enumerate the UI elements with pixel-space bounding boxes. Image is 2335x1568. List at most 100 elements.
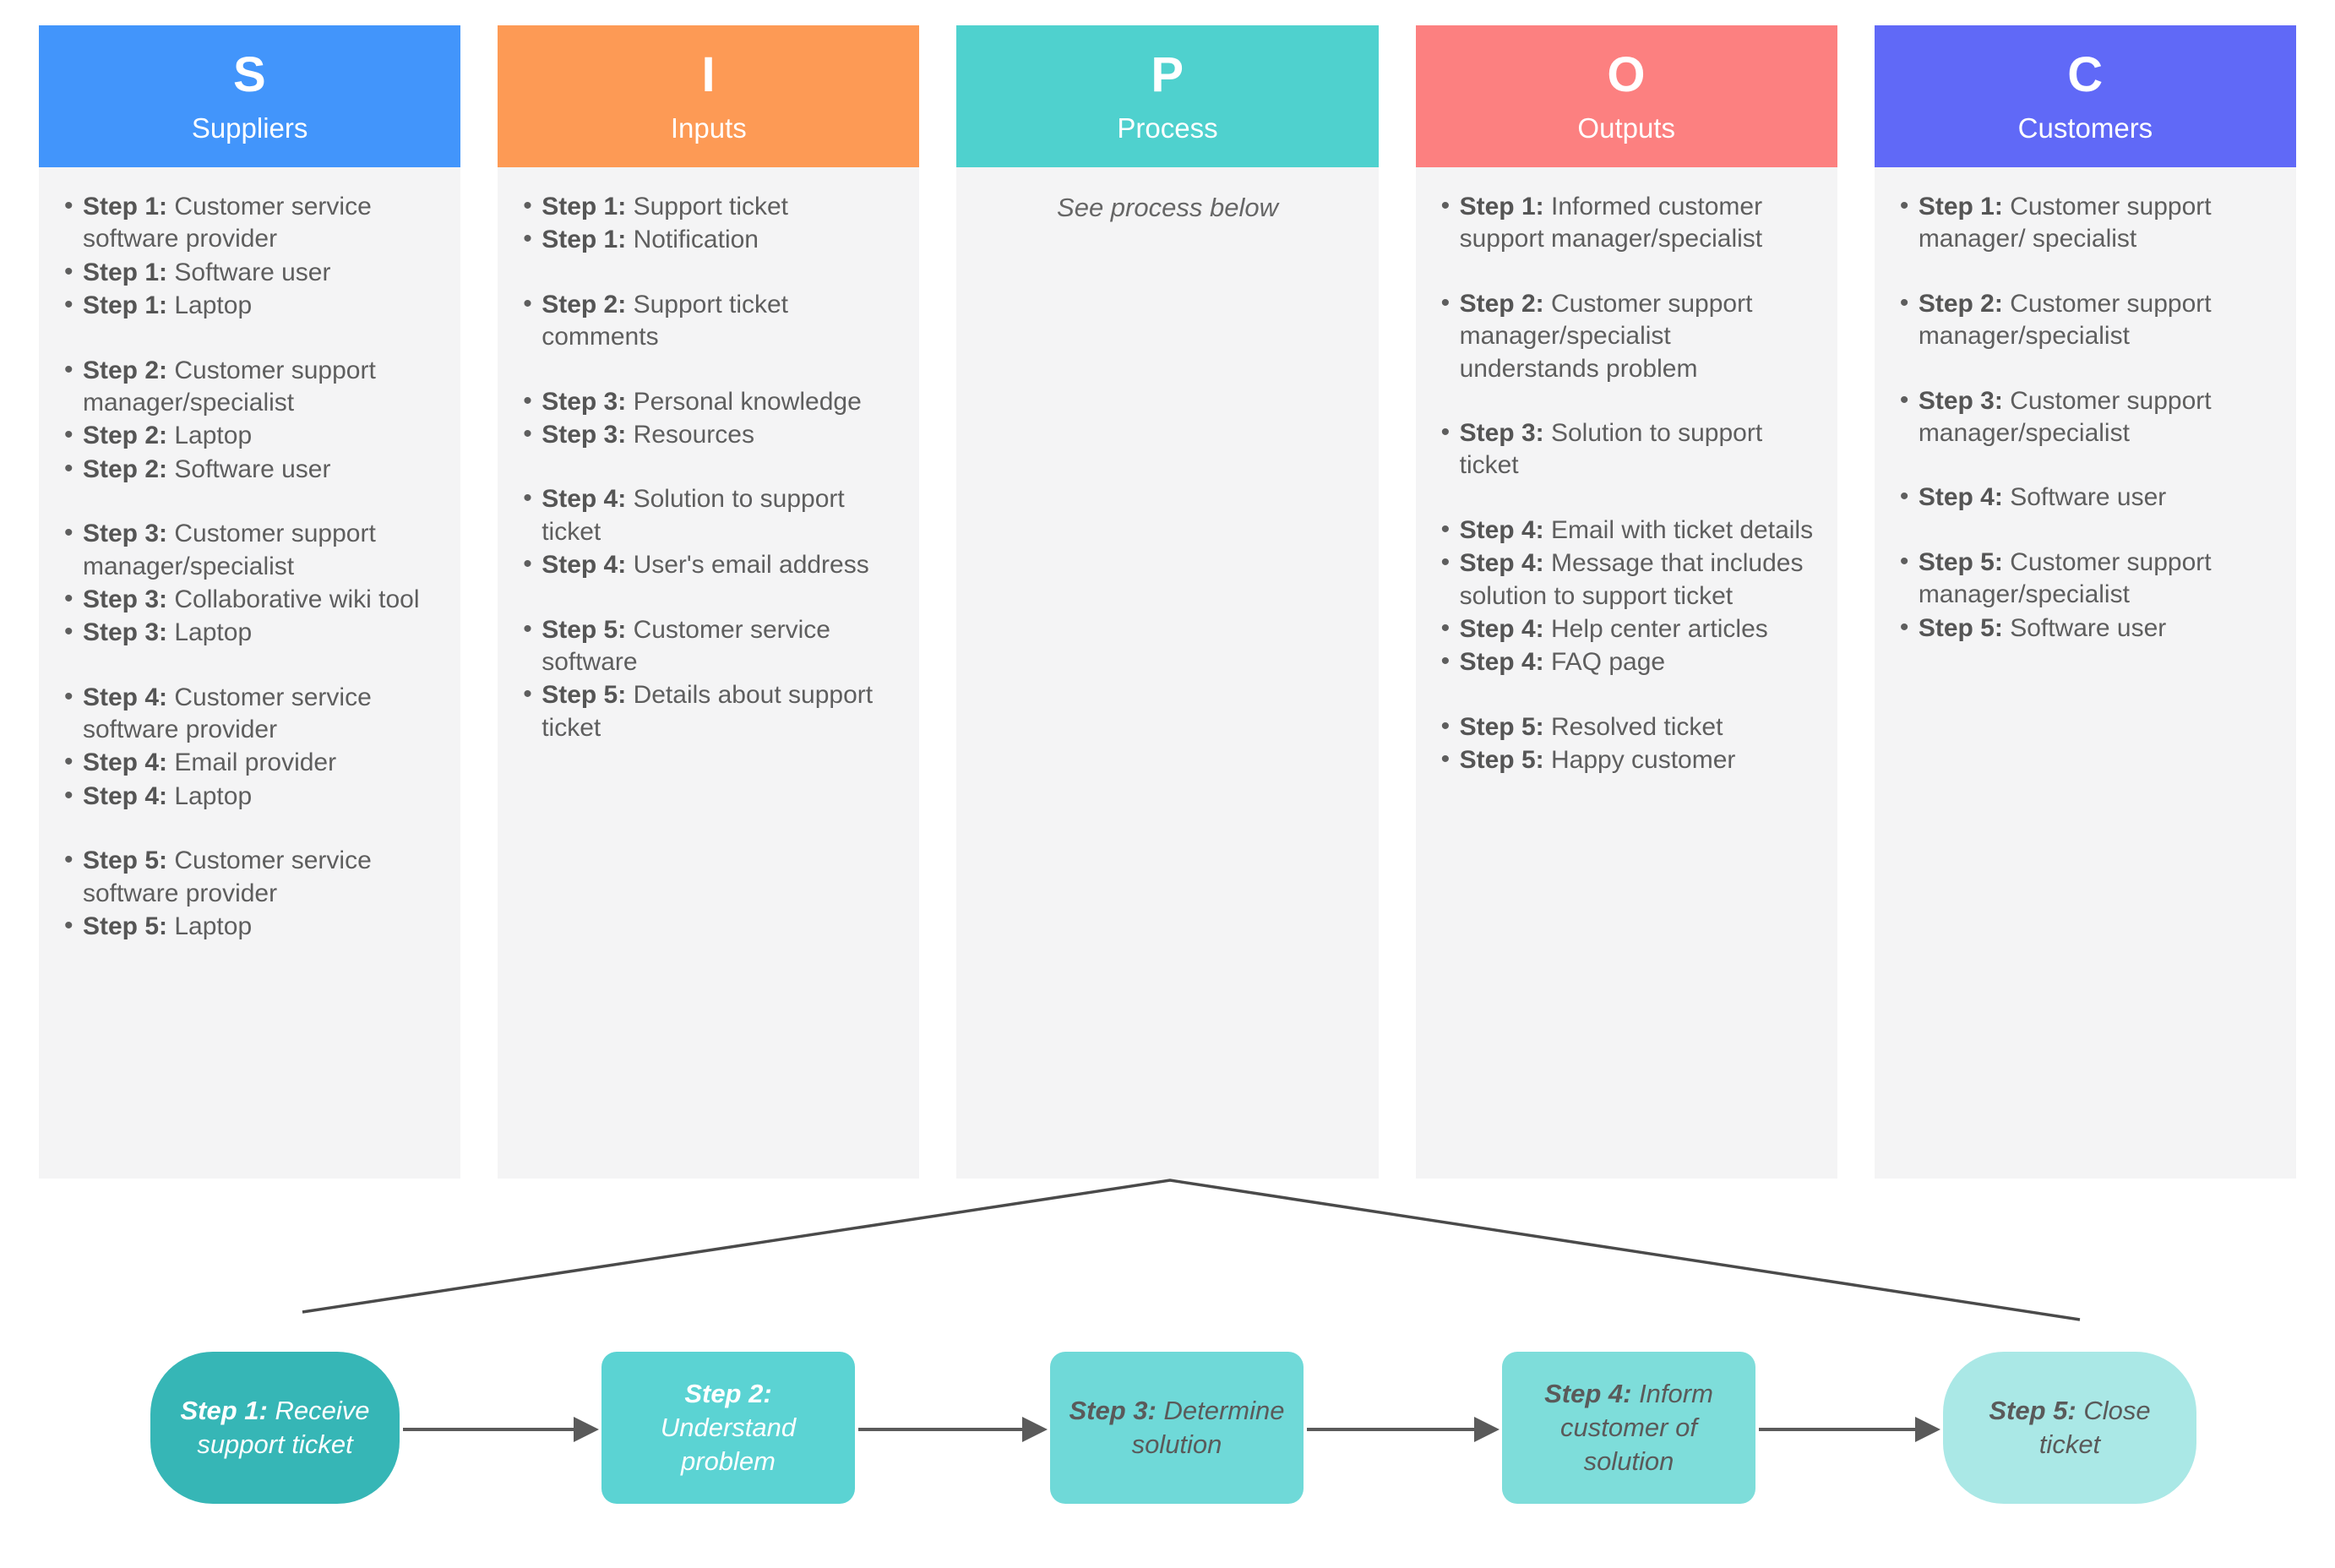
list-item: Step 5: Customer service software provid… — [61, 844, 438, 910]
list-item: Step 5: Customer support manager/special… — [1897, 546, 2274, 612]
item-step-label: Step 3: — [542, 420, 627, 449]
list-item: Step 5: Details about support ticket — [520, 678, 897, 744]
item-text: Laptop — [174, 618, 253, 647]
sipoc-column-suppliers: SSuppliersStep 1: Customer service softw… — [39, 25, 461, 1179]
item-text: Laptop — [174, 912, 253, 941]
flow-step-label: Step 5: — [1989, 1395, 2076, 1425]
arrow-head-icon — [1474, 1417, 1500, 1442]
item-step-label: Step 3: — [83, 618, 168, 647]
list-item: Step 4: Laptop — [61, 780, 438, 813]
item-step-label: Step 2: — [1459, 289, 1544, 318]
list-item: Step 1: Support ticket — [520, 190, 897, 223]
list-item: Step 1: Software user — [61, 256, 438, 289]
item-step-label: Step 3: — [542, 387, 627, 416]
item-step-label: Step 4: — [1459, 648, 1544, 677]
list-item: Step 4: Software user — [1897, 481, 2274, 514]
list-item: Step 4: Email provider — [61, 746, 438, 779]
item-text: Message that includes solution to suppor… — [1459, 549, 1804, 610]
column-letter: O — [1607, 47, 1646, 102]
item-step-label: Step 3: — [83, 585, 168, 613]
list-item: Step 1: Laptop — [61, 289, 438, 322]
list-item: Step 4: FAQ page — [1438, 645, 1815, 678]
item-text: Support ticket comments — [542, 290, 789, 351]
list-item: Step 4: Email with ticket details — [1438, 514, 1815, 547]
column-name: Inputs — [670, 112, 747, 144]
column-name: Customers — [2017, 112, 2153, 144]
column-letter: I — [701, 47, 716, 102]
flow-step-content: Step 3: Determine solution — [1062, 1394, 1292, 1462]
flow-step-content: Step 5: Close ticket — [1955, 1394, 2185, 1462]
flow-step-content: Step 2: Understand problem — [613, 1377, 843, 1479]
item-step-label: Step 3: — [1918, 386, 2003, 415]
item-text: Customer support manager/specialist — [1918, 289, 2212, 351]
flow-step-label: Step 1: — [180, 1395, 268, 1425]
item-text: Software user — [2010, 613, 2167, 642]
item-text: Customer service software provider — [83, 847, 372, 907]
item-text: Customer support manager/specialist unde… — [1459, 289, 1753, 383]
item-text: Customer service software provider — [83, 193, 372, 253]
list-item: Step 3: Resources — [520, 418, 897, 451]
flow-step-text: Receive support ticket — [197, 1395, 370, 1459]
item-text: Resolved ticket — [1550, 712, 1723, 741]
arrow-line — [858, 1428, 1024, 1431]
flow-step-text: Inform customer of solution — [1560, 1378, 1713, 1477]
arrow-head-icon — [574, 1417, 599, 1442]
list-item: Step 3: Solution to support ticket — [1438, 416, 1815, 482]
item-step-label: Step 1: — [542, 226, 627, 254]
list-item: Step 3: Personal knowledge — [520, 385, 897, 418]
flow-step-box-2[interactable]: Step 2: Understand problem — [601, 1352, 855, 1504]
column-letter: P — [1151, 47, 1184, 102]
flow-step-label: Step 3: — [1069, 1395, 1157, 1425]
arrow-line — [1759, 1428, 1917, 1431]
item-text: Informed customer support manager/specia… — [1459, 193, 1763, 253]
item-text: Software user — [174, 258, 331, 286]
list-item: Step 4: User's email address — [520, 548, 897, 581]
item-step-label: Step 3: — [83, 520, 168, 548]
item-text: Personal knowledge — [633, 387, 862, 416]
list-item: Step 4: Customer service software provid… — [61, 681, 438, 747]
item-text: FAQ page — [1550, 648, 1666, 677]
flow-step-box-4[interactable]: Step 4: Inform customer of solution — [1502, 1352, 1755, 1504]
item-step-label: Step 4: — [83, 781, 168, 810]
item-step-label: Step 5: — [83, 912, 168, 941]
list-item: Step 2: Customer support manager/special… — [1438, 287, 1815, 385]
flow-step-box-1[interactable]: Step 1: Receive support ticket — [150, 1352, 400, 1504]
item-step-label: Step 4: — [542, 551, 627, 580]
item-step-label: Step 1: — [1459, 193, 1544, 220]
item-text: Support ticket — [633, 193, 789, 220]
list-item: Step 1: Customer support manager/ specia… — [1897, 190, 2274, 256]
item-text: Details about support ticket — [542, 681, 874, 742]
column-item-list: Step 1: Informed customer support manage… — [1438, 190, 1815, 776]
list-item: Step 1: Informed customer support manage… — [1438, 190, 1815, 256]
list-item: Step 3: Customer support manager/special… — [1897, 384, 2274, 450]
item-text: Email with ticket details — [1550, 515, 1814, 544]
item-step-label: Step 4: — [1459, 549, 1544, 578]
item-step-label: Step 4: — [542, 485, 627, 514]
list-item: Step 1: Customer service software provid… — [61, 190, 438, 256]
column-letter: C — [2067, 47, 2104, 102]
item-text: User's email address — [633, 551, 869, 580]
column-name: Suppliers — [191, 112, 308, 144]
item-step-label: Step 2: — [83, 356, 168, 384]
flow-step-box-5[interactable]: Step 5: Close ticket — [1943, 1352, 2196, 1504]
item-step-label: Step 3: — [1459, 418, 1544, 447]
arrow-head-icon — [1022, 1417, 1048, 1442]
column-body-outputs: Step 1: Informed customer support manage… — [1415, 167, 1837, 1179]
list-item: Step 2: Software user — [61, 453, 438, 486]
item-step-label: Step 5: — [542, 615, 627, 644]
item-step-label: Step 1: — [542, 193, 627, 220]
flow-step-box-3[interactable]: Step 3: Determine solution — [1050, 1352, 1304, 1504]
item-text: Customer support manager/ specialist — [1918, 193, 2212, 253]
list-item: Step 2: Laptop — [61, 419, 438, 452]
item-text: Help center articles — [1550, 614, 1768, 643]
item-step-label: Step 4: — [83, 683, 168, 711]
item-step-label: Step 1: — [83, 193, 168, 220]
item-step-label: Step 2: — [83, 455, 168, 483]
flow-step-text: Close ticket — [2038, 1395, 2151, 1459]
item-step-label: Step 4: — [1918, 483, 2003, 512]
sipoc-columns: SSuppliersStep 1: Customer service softw… — [39, 25, 2297, 1179]
